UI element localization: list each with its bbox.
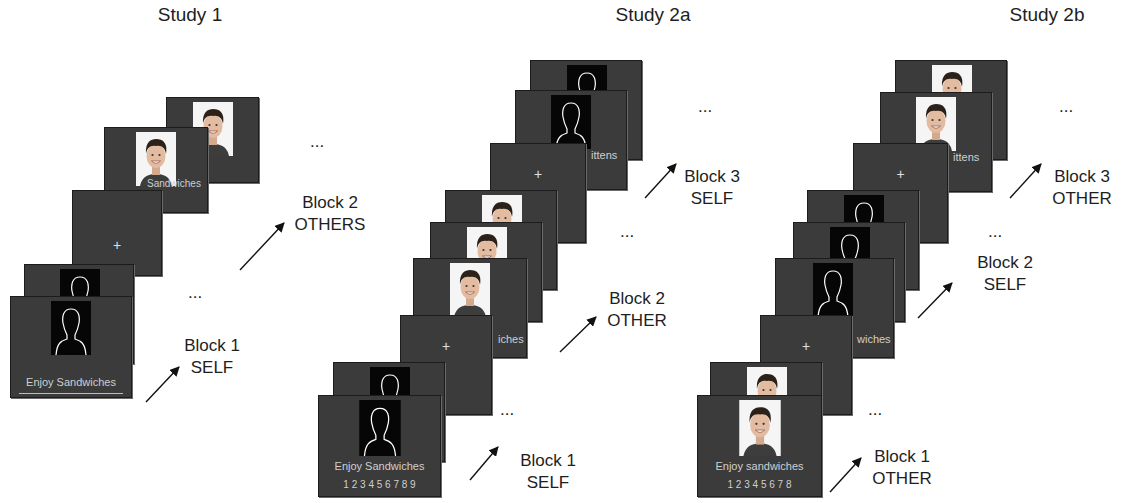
block-arrow <box>470 447 498 480</box>
fixation-cross: + <box>73 237 161 254</box>
fixation-cross: + <box>491 166 585 183</box>
slide-text: wiches <box>857 333 891 346</box>
study-title: Study 2a <box>573 4 733 26</box>
study-title: Study 2b <box>967 4 1126 26</box>
block-arrow <box>240 223 284 270</box>
ellipsis: ... <box>310 132 324 152</box>
face-photo <box>739 400 781 456</box>
block-label: Block 2 OTHERS <box>288 192 372 236</box>
fixation-cross: + <box>761 338 851 355</box>
slide-text: Enjoy Sandwiches <box>319 460 440 473</box>
response-line <box>19 393 123 394</box>
block-arrow <box>830 458 861 492</box>
ellipsis: ... <box>500 400 514 420</box>
stimulus-slide: Enjoy Sandwiches <box>10 296 132 398</box>
face-photo <box>450 263 490 317</box>
block-label: Block 1 SELF <box>170 335 254 379</box>
ellipsis: ... <box>698 97 712 117</box>
ellipsis: ... <box>620 222 634 242</box>
rating-scale: 1 2 3 4 5 6 7 8 <box>698 479 821 491</box>
slide-text: Enjoy Sandwiches <box>11 376 131 389</box>
slide-text: Sandwiches <box>147 178 201 190</box>
silhouette-icon <box>51 301 91 355</box>
face-photo <box>136 132 176 186</box>
slide-text: ittens <box>953 151 979 164</box>
slide-text: iches <box>498 333 524 346</box>
ellipsis: ... <box>868 400 882 420</box>
block-arrow <box>146 367 179 402</box>
block-arrow <box>1010 164 1041 198</box>
stimulus-slide: Enjoy Sandwiches 1 2 3 4 5 6 7 8 9 <box>318 395 441 497</box>
block-label: Block 2 SELF <box>963 252 1047 296</box>
fixation-cross: + <box>854 166 947 183</box>
ellipsis: ... <box>188 283 202 303</box>
block-arrow <box>918 283 952 318</box>
block-label: Block 3 OTHER <box>1040 166 1124 210</box>
rating-scale: 1 2 3 4 5 6 7 8 9 <box>319 479 440 491</box>
block-arrow <box>645 164 676 198</box>
block-label: Block 3 SELF <box>670 166 754 210</box>
slide-text: ittens <box>591 149 617 162</box>
stimulus-slide: Enjoy sandwiches 1 2 3 4 5 6 7 8 <box>697 395 822 497</box>
block-label: Block 2 OTHER <box>595 288 679 332</box>
slide-text: Enjoy sandwiches <box>698 460 821 473</box>
block-label: Block 1 OTHER <box>860 446 944 490</box>
silhouette-icon <box>551 95 591 149</box>
study-title: Study 1 <box>110 4 270 26</box>
silhouette-icon <box>813 263 853 317</box>
ellipsis: ... <box>988 222 1002 242</box>
silhouette-icon <box>359 400 401 456</box>
ellipsis: ... <box>1059 97 1073 117</box>
fixation-cross: + <box>401 338 491 355</box>
block-label: Block 1 SELF <box>506 450 590 494</box>
block-arrow <box>560 317 596 352</box>
